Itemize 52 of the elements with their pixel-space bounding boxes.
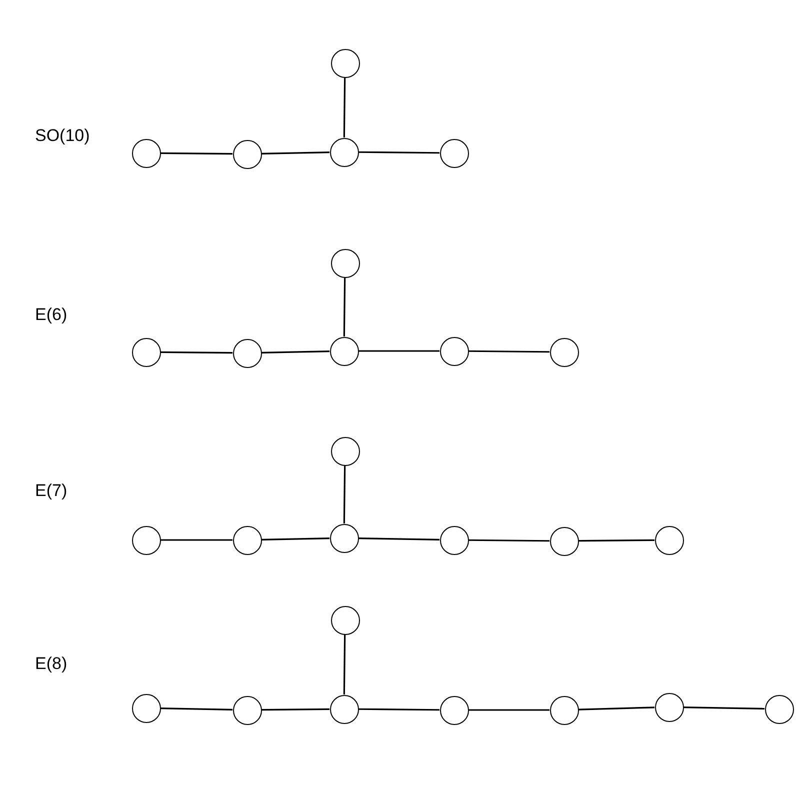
connector-line: [160, 707, 233, 711]
node-circle: [132, 338, 160, 366]
node-circle: [440, 138, 468, 168]
connector-line: [343, 634, 346, 694]
connector-line: [468, 709, 550, 711]
node-circle: [330, 436, 360, 466]
connector-line: [578, 539, 654, 542]
node-circle: [654, 526, 684, 554]
diagram-label: E(7): [35, 480, 68, 502]
node-circle: [232, 338, 262, 368]
connector-line: [160, 351, 232, 354]
node-circle: [330, 606, 360, 634]
connector-line: [358, 537, 440, 541]
node-circle: [330, 48, 360, 78]
node-circle: [764, 694, 794, 724]
node-circle: [330, 248, 360, 278]
node-circle: [330, 524, 358, 552]
connector-line: [358, 708, 440, 711]
node-circle: [440, 696, 468, 724]
connector-line: [261, 152, 330, 154]
node-circle: [440, 336, 468, 366]
node-circle: [330, 138, 358, 166]
node-circle: [550, 338, 578, 366]
node-circle: [132, 526, 160, 554]
connector-line: [262, 708, 330, 711]
connector-line: [358, 151, 440, 154]
connector-line: [578, 706, 655, 710]
connector-line: [343, 278, 346, 336]
node-circle: [330, 694, 358, 724]
node-circle: [132, 138, 160, 168]
node-circle: [232, 140, 262, 168]
diagram-label: SO(10): [35, 126, 90, 146]
connector-line: [261, 350, 330, 354]
connector-line: [261, 538, 330, 540]
connector-line: [468, 350, 550, 353]
connector-line: [343, 465, 346, 524]
node-circle: [232, 526, 262, 554]
node-circle: [232, 696, 262, 724]
node-circle: [330, 336, 358, 366]
connector-line: [343, 78, 346, 138]
connector-line: [358, 350, 440, 352]
connector-line: [683, 706, 765, 710]
diagram-label: E(8): [35, 654, 68, 674]
node-circle: [654, 692, 684, 722]
node-circle: [550, 696, 578, 724]
connector-line: [160, 152, 232, 155]
connector-line: [468, 539, 550, 542]
diagram-label: E(6): [35, 304, 68, 326]
connector-line: [160, 539, 232, 541]
node-circle: [132, 694, 160, 722]
node-circle: [550, 526, 578, 556]
node-circle: [440, 526, 468, 554]
